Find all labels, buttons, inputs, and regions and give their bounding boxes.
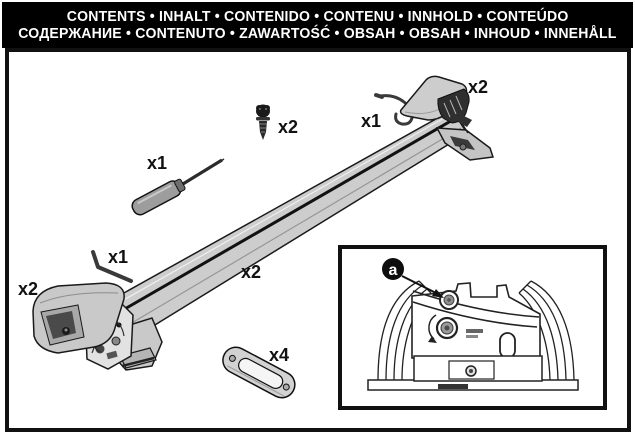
qty-label-screwdriver: x1 xyxy=(147,153,167,173)
inset-detail-box: a xyxy=(338,245,607,410)
qty-label-end-cap: x2 xyxy=(18,279,38,299)
qty-label-hook-key: x1 xyxy=(361,111,381,131)
hook-key-drawing xyxy=(374,93,414,126)
end-cap-drawing xyxy=(32,282,125,354)
header-line-1: CONTENTS • INHALT • CONTENIDO • CONTENU … xyxy=(66,8,569,25)
qty-label-cover-panel: x2 xyxy=(468,77,488,97)
rubber-pad-drawing xyxy=(222,346,296,399)
inset-right-wing xyxy=(518,280,575,381)
qty-label-hex-key: x1 xyxy=(108,247,128,267)
qty-label-crossbar: x2 xyxy=(241,262,261,282)
inset-lower-bolt xyxy=(435,316,459,340)
qty-label-rubber-pad: x4 xyxy=(269,345,289,365)
cover-panel-drawing xyxy=(399,75,472,127)
hex-key-drawing xyxy=(91,250,133,283)
screw-drawing xyxy=(256,104,270,140)
header-line-2: СОДЕРЖАНИЕ • CONTENUTO • ZAWARTOŚĆ • OBS… xyxy=(18,25,617,42)
callout-a-letter: a xyxy=(389,262,398,279)
qty-label-screw: x2 xyxy=(278,117,298,137)
callout-a-badge: a xyxy=(382,258,444,298)
screwdriver-drawing xyxy=(131,158,225,216)
inset-upper-bolt xyxy=(439,290,459,310)
contents-header: CONTENTS • INHALT • CONTENIDO • CONTENU … xyxy=(2,2,633,48)
